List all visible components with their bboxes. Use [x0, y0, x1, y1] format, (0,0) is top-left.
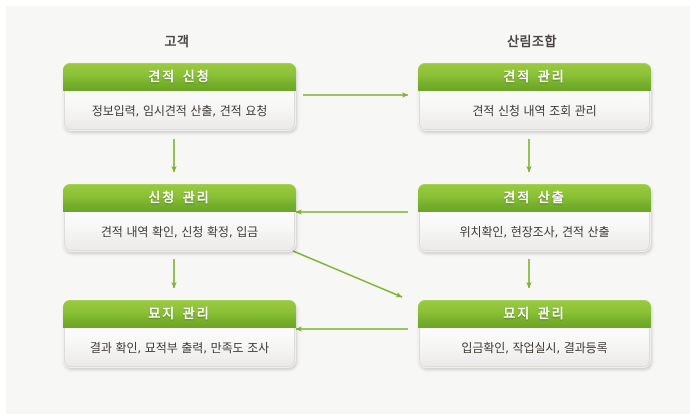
node-body: 위치확인, 현장조사, 견적 산출 — [419, 212, 650, 251]
diagram-canvas: 고객 산림조합 — [6, 6, 690, 414]
process-node-grave-manage-customer[interactable]: 묘지 관리 결과 확인, 묘적부 출력, 만족도 조사 — [63, 300, 296, 368]
node-description: 정보입력, 임시견적 산출, 견적 요청 — [91, 103, 268, 118]
node-header: 견적 관리 — [418, 63, 651, 91]
node-title: 견적 관리 — [503, 70, 566, 85]
node-description: 결과 확인, 묘적부 출력, 만족도 조사 — [89, 340, 270, 355]
node-header: 묘지 관리 — [63, 300, 296, 328]
node-header: 견적 산출 — [418, 184, 651, 212]
node-body: 견적 신청 내역 조회 관리 — [419, 91, 650, 130]
process-node-quote-manage[interactable]: 견적 관리 견적 신청 내역 조회 관리 — [418, 63, 651, 131]
process-node-quote-calc[interactable]: 견적 산출 위치확인, 현장조사, 견적 산출 — [418, 184, 651, 252]
node-body: 견적 내역 확인, 신청 확정, 입금 — [64, 212, 295, 251]
process-node-quote-request[interactable]: 견적 신청 정보입력, 임시견적 산출, 견적 요청 — [63, 63, 296, 131]
process-node-grave-manage-org[interactable]: 묘지 관리 입금확인, 작업실시, 결과등록 — [418, 300, 651, 368]
node-header: 묘지 관리 — [418, 300, 651, 328]
process-node-request-manage[interactable]: 신청 관리 견적 내역 확인, 신청 확정, 입금 — [63, 184, 296, 252]
node-description: 견적 신청 내역 조회 관리 — [472, 103, 597, 118]
node-description: 견적 내역 확인, 신청 확정, 입금 — [100, 224, 259, 239]
connector-request-manage-to-grave-org — [292, 250, 403, 298]
node-header: 견적 신청 — [63, 63, 296, 91]
column-heading-organization: 산림조합 — [507, 35, 557, 50]
node-header: 신청 관리 — [63, 184, 296, 212]
node-description: 위치확인, 현장조사, 견적 산출 — [459, 224, 610, 239]
node-description: 입금확인, 작업실시, 결과등록 — [461, 340, 608, 355]
node-title: 묘지 관리 — [148, 307, 211, 322]
node-body: 결과 확인, 묘적부 출력, 만족도 조사 — [64, 328, 295, 367]
node-title: 견적 산출 — [503, 191, 566, 206]
node-title: 묘지 관리 — [503, 307, 566, 322]
node-title: 신청 관리 — [148, 191, 211, 206]
node-title: 견적 신청 — [148, 70, 211, 85]
node-body: 정보입력, 임시견적 산출, 견적 요청 — [64, 91, 295, 130]
column-heading-customer: 고객 — [164, 35, 190, 50]
node-body: 입금확인, 작업실시, 결과등록 — [419, 328, 650, 367]
